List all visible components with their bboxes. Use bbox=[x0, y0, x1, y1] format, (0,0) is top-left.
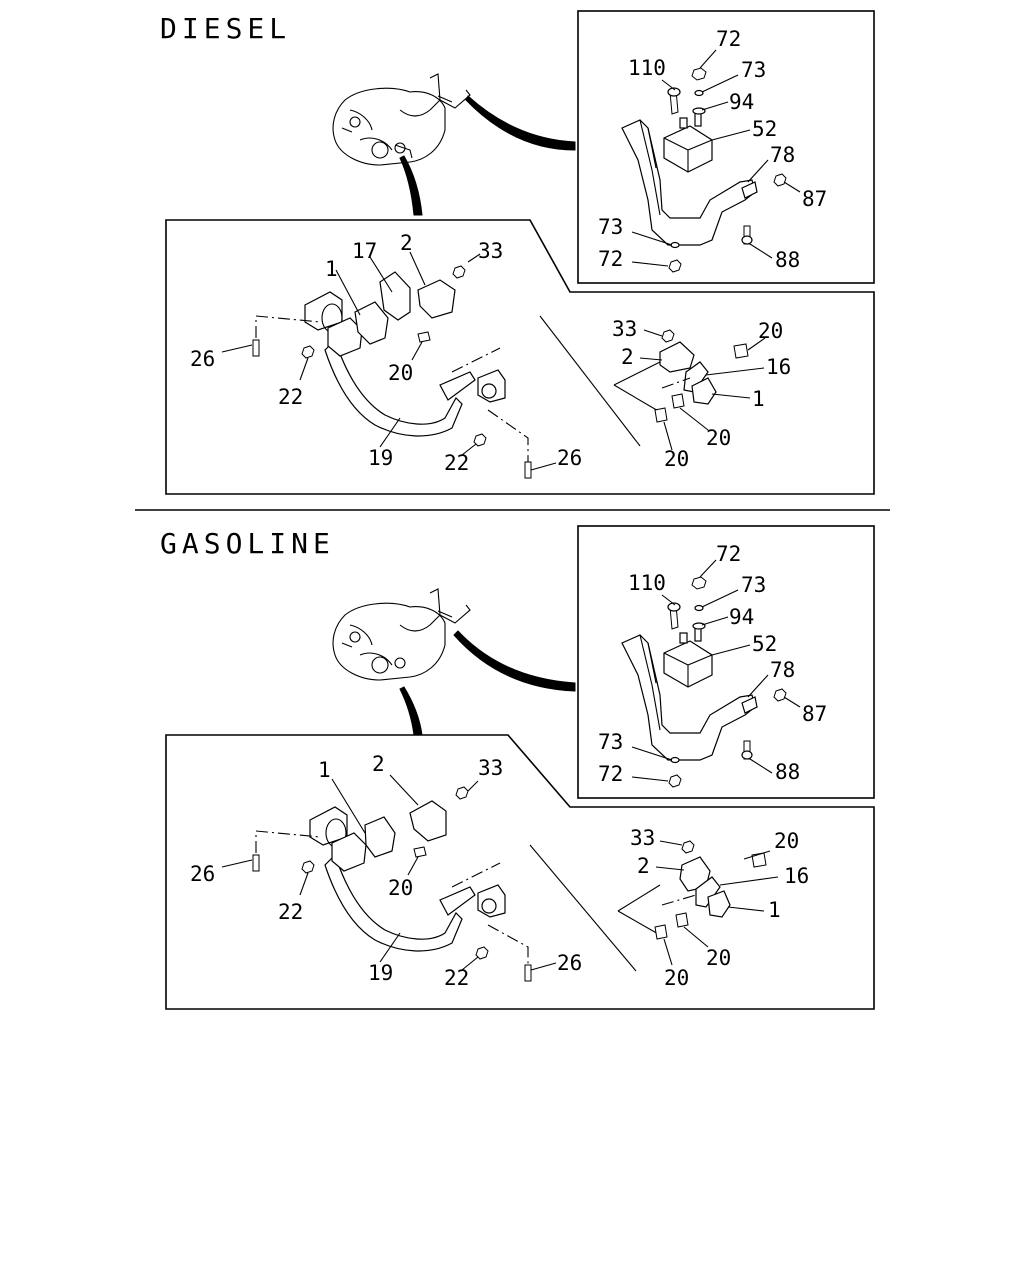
callout-label: 2 bbox=[372, 752, 385, 776]
callout-label: 78 bbox=[770, 143, 795, 167]
callout-label: 22 bbox=[444, 966, 469, 990]
callout-label: 73 bbox=[598, 730, 623, 754]
callout-label: 20 bbox=[388, 361, 413, 385]
callout-label: 22 bbox=[444, 451, 469, 475]
callout-label: 16 bbox=[766, 355, 791, 379]
callout-label: 33 bbox=[612, 317, 637, 341]
leader-swoosh bbox=[399, 686, 423, 736]
crossmember-assembly bbox=[309, 806, 506, 952]
callout-label: 1 bbox=[318, 758, 331, 782]
bracket-inset-frame bbox=[577, 525, 875, 799]
right-callouts: 33 20 2 16 1 20 20 bbox=[630, 826, 809, 990]
callout-label: 72 bbox=[716, 542, 741, 566]
right-exploded-mount bbox=[617, 840, 767, 940]
mount-parts bbox=[327, 271, 456, 357]
callout-label: 33 bbox=[478, 239, 503, 263]
detail-frame bbox=[165, 219, 875, 495]
callout-label: 87 bbox=[802, 702, 827, 726]
callout-label: 72 bbox=[598, 247, 623, 271]
left-fasteners bbox=[252, 786, 532, 982]
leader-swoosh bbox=[399, 155, 423, 216]
callout-label: 78 bbox=[770, 658, 795, 682]
callout-label: 20 bbox=[706, 426, 731, 450]
bracket-hardware bbox=[667, 576, 787, 788]
callout-label: 20 bbox=[774, 829, 799, 853]
callout-label: 2 bbox=[621, 345, 634, 369]
section-title: DIESEL bbox=[160, 12, 291, 45]
callout-label: 52 bbox=[752, 117, 777, 141]
callout-label: 22 bbox=[278, 900, 303, 924]
engine-illustration bbox=[332, 73, 471, 166]
right-exploded-mount bbox=[613, 329, 749, 423]
engine-mount-bracket bbox=[621, 626, 758, 761]
section-title: GASOLINE bbox=[160, 527, 335, 560]
callout-label: 33 bbox=[630, 826, 655, 850]
callout-label: 2 bbox=[400, 231, 413, 255]
callout-label: 87 bbox=[802, 187, 827, 211]
leader-swoosh bbox=[465, 95, 576, 151]
bracket-leaders bbox=[631, 559, 801, 782]
section-gasoline: GASOLINE bbox=[160, 525, 875, 1010]
callout-label: 20 bbox=[706, 946, 731, 970]
callout-label: 20 bbox=[758, 319, 783, 343]
left-leaders bbox=[221, 251, 641, 471]
callout-label: 110 bbox=[628, 56, 666, 80]
bracket-hardware bbox=[667, 67, 787, 273]
callout-label: 26 bbox=[190, 862, 215, 886]
left-fasteners bbox=[252, 265, 532, 479]
callout-label: 110 bbox=[628, 571, 666, 595]
callout-label: 1 bbox=[325, 257, 338, 281]
callout-label: 19 bbox=[368, 446, 393, 470]
callout-label: 88 bbox=[775, 760, 800, 784]
callout-label: 17 bbox=[352, 239, 377, 263]
section-diesel: DIESEL bbox=[160, 10, 875, 495]
left-leaders bbox=[221, 774, 637, 972]
callout-label: 20 bbox=[664, 447, 689, 471]
callout-label: 19 bbox=[368, 961, 393, 985]
left-callouts: 2 33 1 26 22 20 19 22 26 bbox=[190, 752, 582, 990]
detail-frame bbox=[165, 734, 875, 1010]
callout-label: 94 bbox=[729, 90, 754, 114]
right-leaders bbox=[639, 329, 766, 451]
bracket-callouts: 110 72 73 94 52 78 87 73 72 88 bbox=[598, 27, 827, 272]
callout-label: 26 bbox=[557, 951, 582, 975]
left-callouts: 17 2 33 1 26 22 20 19 22 26 bbox=[190, 231, 582, 475]
callout-label: 73 bbox=[741, 573, 766, 597]
right-leaders bbox=[655, 840, 779, 966]
callout-label: 1 bbox=[752, 387, 765, 411]
callout-label: 94 bbox=[729, 605, 754, 629]
right-callouts: 33 20 2 16 1 20 20 bbox=[612, 317, 791, 471]
callout-label: 1 bbox=[768, 898, 781, 922]
callout-label: 72 bbox=[716, 27, 741, 51]
callout-label: 72 bbox=[598, 762, 623, 786]
callout-label: 22 bbox=[278, 385, 303, 409]
callout-label: 52 bbox=[752, 632, 777, 656]
callout-label: 20 bbox=[664, 966, 689, 990]
callout-label: 33 bbox=[478, 756, 503, 780]
engine-mount-bracket bbox=[621, 111, 758, 246]
callout-label: 88 bbox=[775, 248, 800, 272]
callout-label: 73 bbox=[741, 58, 766, 82]
engine-illustration bbox=[332, 588, 471, 681]
mount-parts bbox=[331, 800, 447, 872]
callout-label: 2 bbox=[637, 854, 650, 878]
callout-label: 26 bbox=[190, 347, 215, 371]
callout-label: 20 bbox=[388, 876, 413, 900]
bracket-callouts: 72 110 73 94 52 78 87 73 72 88 bbox=[598, 542, 827, 786]
leader-swoosh bbox=[453, 630, 576, 692]
callout-label: 26 bbox=[557, 446, 582, 470]
callout-label: 73 bbox=[598, 215, 623, 239]
bracket-inset-frame bbox=[577, 10, 875, 284]
bracket-leaders bbox=[631, 49, 801, 267]
callout-label: 16 bbox=[784, 864, 809, 888]
